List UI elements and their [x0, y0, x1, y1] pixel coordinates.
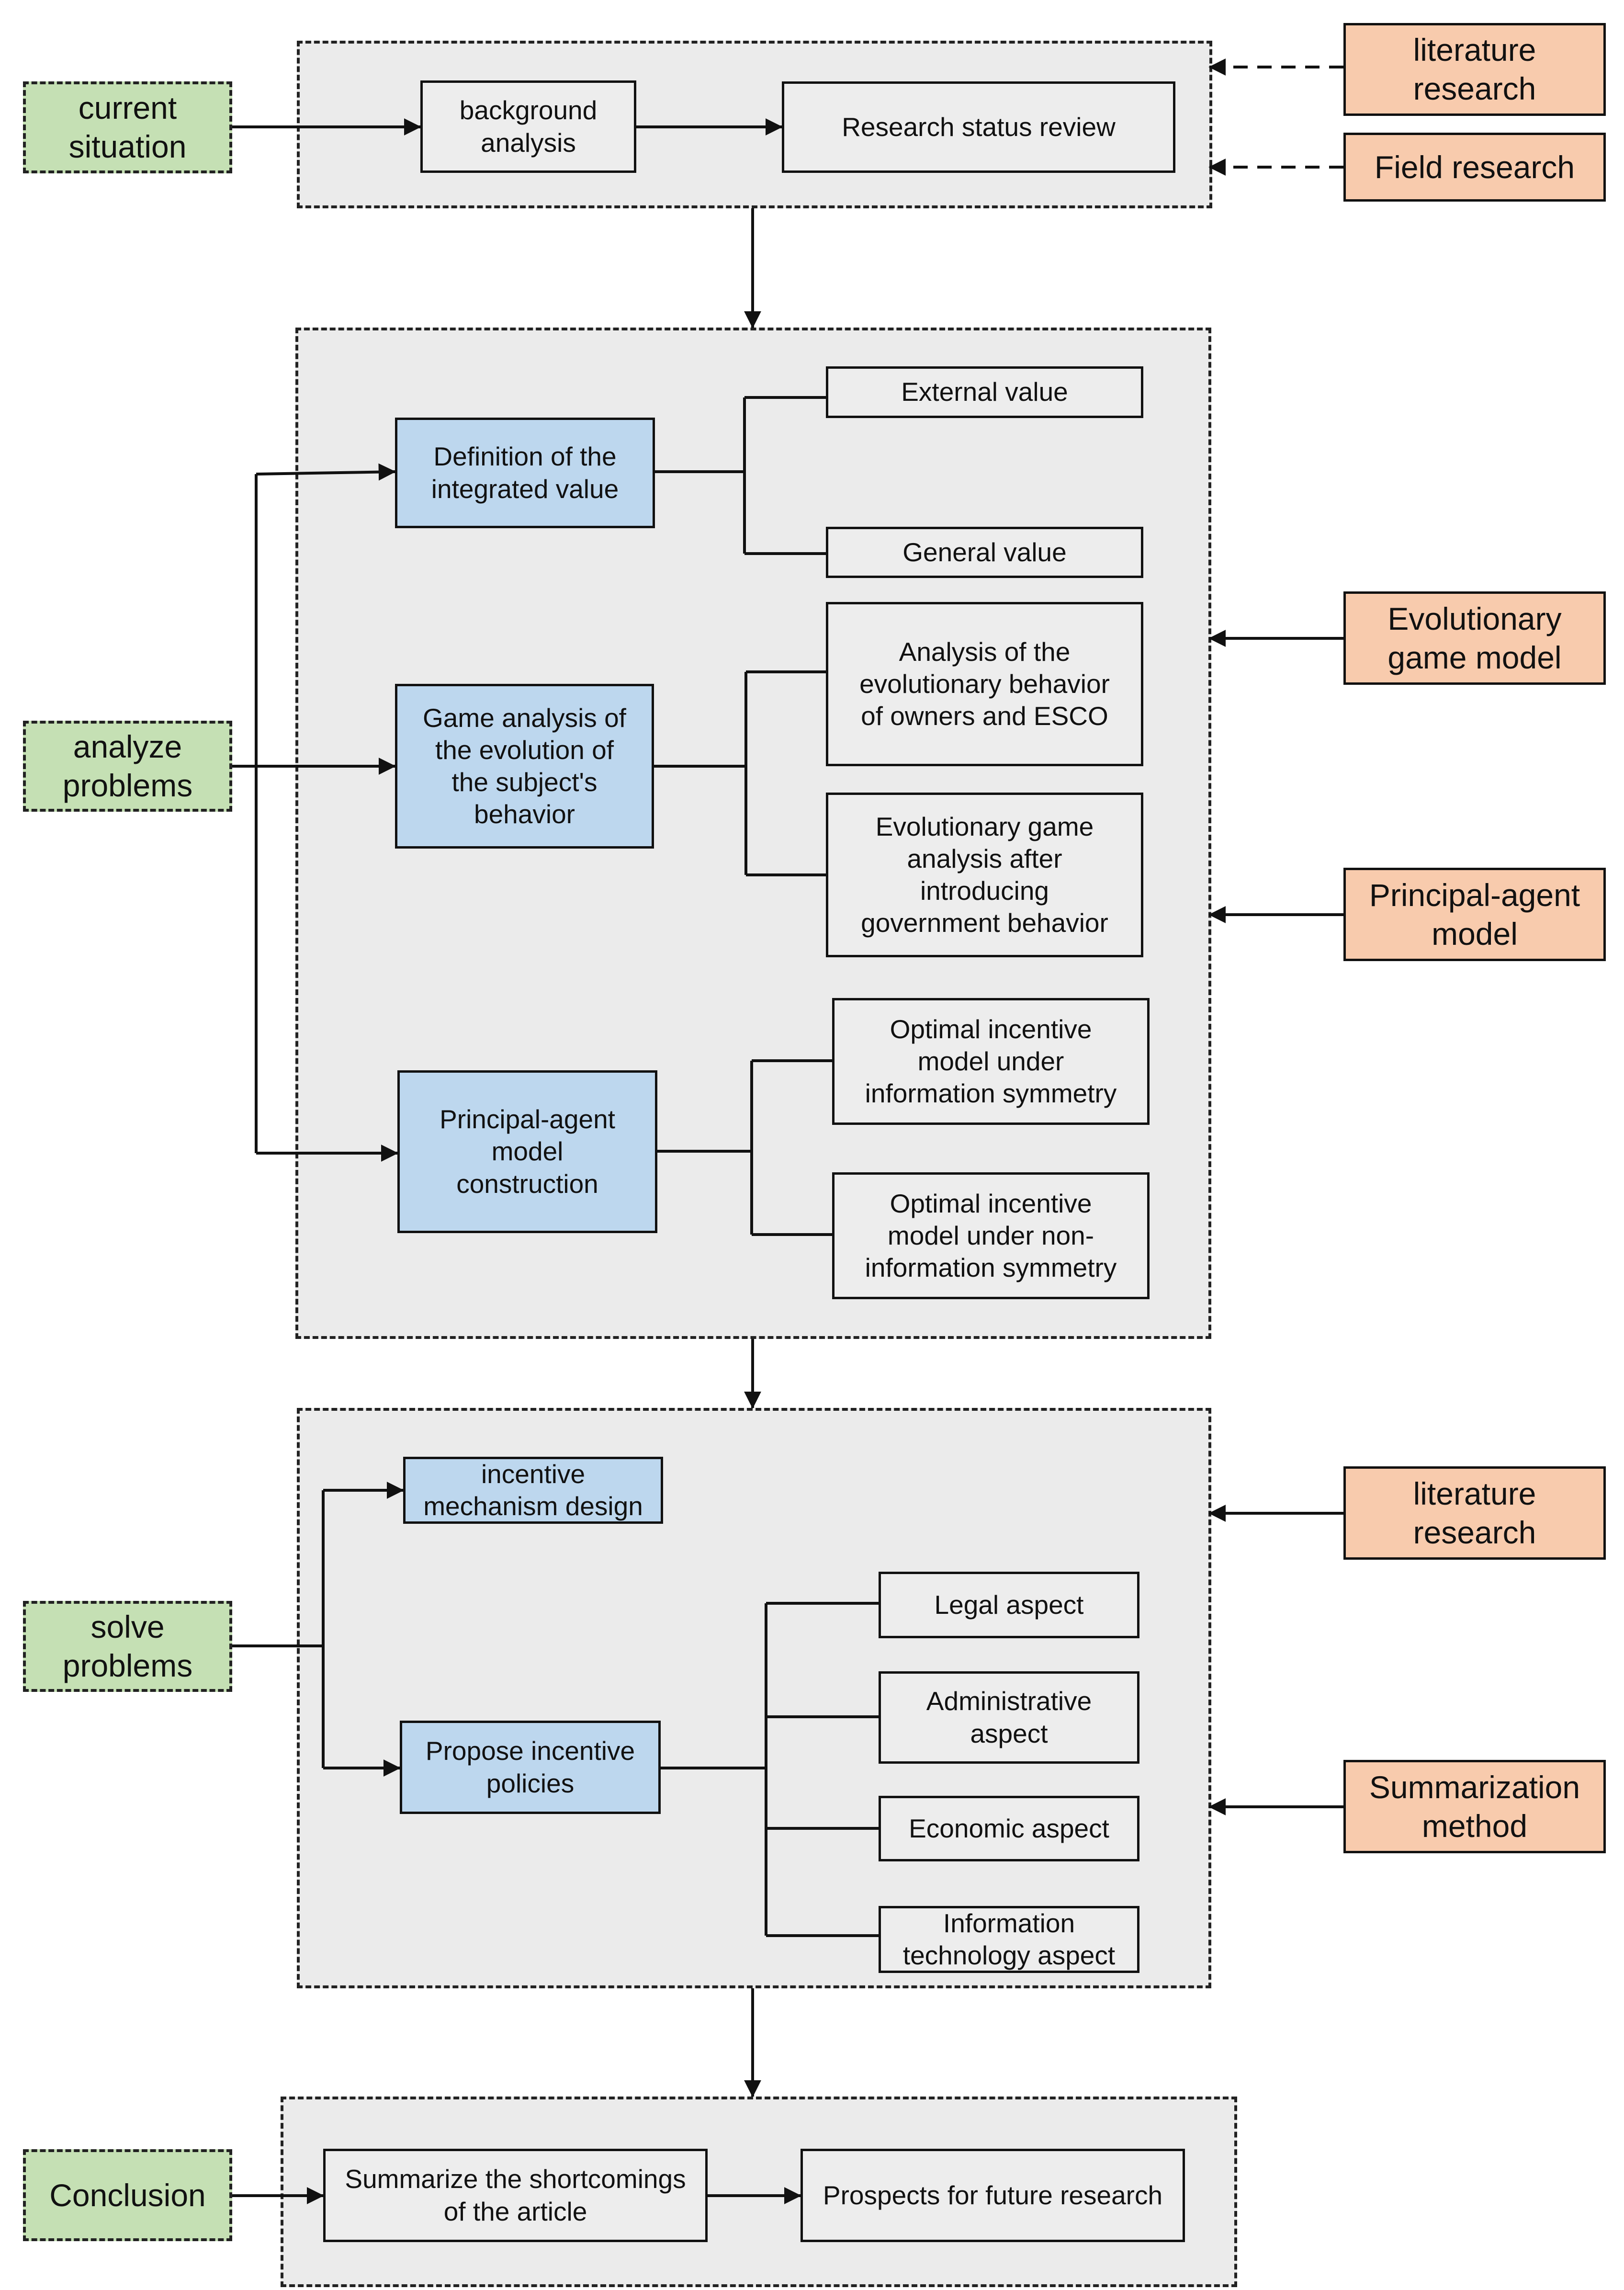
stage-conclusion: Conclusion — [23, 2149, 232, 2241]
method-summarization: Summarization method — [1343, 1760, 1606, 1853]
future-research-prospects-box: Prospects for future research — [801, 2149, 1185, 2242]
game-analysis-box: Game analysis of the evolution of the su… — [395, 684, 654, 849]
stage-solve-problems: solve problems — [23, 1601, 232, 1692]
arrow-to-definition — [256, 463, 396, 481]
incentive-mechanism-design-box: incentive mechanism design — [403, 1457, 663, 1524]
stage-analyze-problems: analyze problems — [23, 721, 232, 812]
incentive-policies-box: Propose incentive policies — [400, 1721, 661, 1814]
research-status-review-box: Research status review — [782, 81, 1175, 173]
method-principal-agent-model: Principal-agent model — [1343, 868, 1606, 961]
information-technology-aspect-box: Information technology aspect — [879, 1906, 1139, 1973]
method-literature-research: literature research — [1343, 23, 1606, 116]
economic-aspect-box: Economic aspect — [879, 1796, 1139, 1861]
principal-agent-construction-box: Principal-agent model construction — [397, 1070, 657, 1233]
administrative-aspect-box: Administrative aspect — [879, 1671, 1139, 1764]
legal-aspect-box: Legal aspect — [879, 1572, 1139, 1638]
general-value-box: General value — [826, 527, 1143, 578]
government-behavior-analysis-box: Evolutionary game analysis after introdu… — [826, 793, 1143, 957]
shortcomings-summary-box: Summarize the shortcomings of the articl… — [323, 2149, 708, 2242]
information-symmetry-box: Optimal incentive model under informatio… — [832, 998, 1150, 1125]
method-evolutionary-game-model: Evolutionary game model — [1343, 591, 1606, 685]
stage-current-situation: current situation — [23, 81, 232, 173]
method-field-research: Field research — [1343, 133, 1606, 202]
background-analysis-box: background analysis — [420, 80, 636, 173]
external-value-box: External value — [826, 366, 1143, 418]
method-literature-research-2: literature research — [1343, 1466, 1606, 1560]
non-information-symmetry-box: Optimal incentive model under non- infor… — [832, 1172, 1150, 1299]
integrated-value-definition-box: Definition of the integrated value — [395, 418, 655, 528]
owners-esco-analysis-box: Analysis of the evolutionary behavior of… — [826, 602, 1143, 766]
